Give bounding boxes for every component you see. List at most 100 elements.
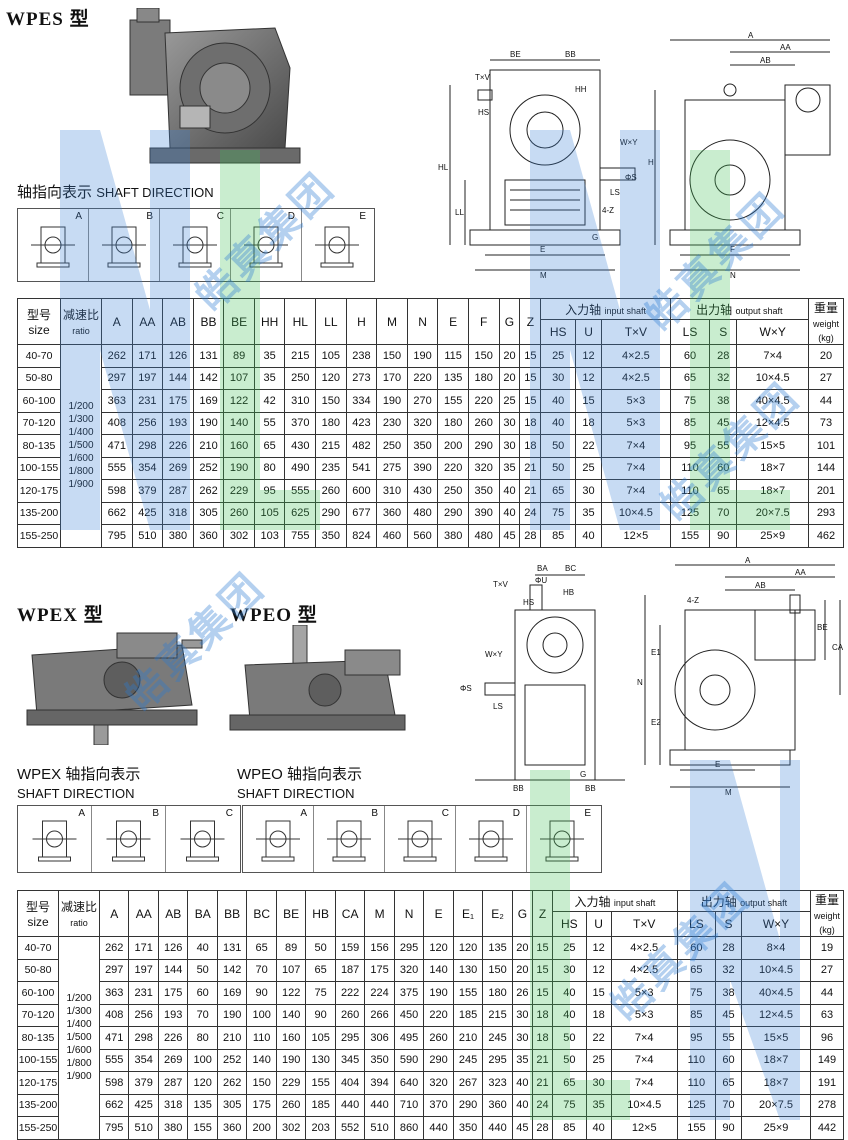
value-cell: 625 xyxy=(284,501,317,525)
input-col-header: U xyxy=(585,911,612,937)
direction-cell-d: D xyxy=(456,806,527,872)
value-cell: 795 xyxy=(98,1116,130,1140)
value-cell: 10×4.5 xyxy=(610,1093,678,1117)
value-cell: 25 xyxy=(498,389,521,413)
value-cell: 360 xyxy=(376,501,408,525)
value-cell: 35 xyxy=(498,456,521,480)
value-cell: 390 xyxy=(467,501,500,525)
value-cell: 252 xyxy=(192,456,225,480)
value-cell: 5×3 xyxy=(601,389,671,413)
dim-G: G xyxy=(592,233,598,242)
value-cell: 350 xyxy=(315,524,347,548)
value-cell: 130 xyxy=(452,958,484,982)
value-cell: 7×4 xyxy=(601,479,671,503)
value-cell: 334 xyxy=(345,389,378,413)
size-cell: 120-175 xyxy=(17,479,61,503)
value-cell: 25 xyxy=(575,456,603,480)
value-cell: 430 xyxy=(406,479,439,503)
value-cell: 65 xyxy=(305,958,336,982)
value-cell: 140 xyxy=(423,958,454,982)
value-cell: 404 xyxy=(334,1071,366,1095)
col-header: A xyxy=(101,298,133,345)
ratio-value: 1/600 xyxy=(68,453,94,465)
dim2-E: E xyxy=(715,760,720,769)
wpex-shaft-caption-cn: WPEX 轴指向表示 xyxy=(17,766,141,783)
gearbox-direction-icon xyxy=(31,226,75,268)
value-cell: 95 xyxy=(669,434,711,458)
value-cell: 90 xyxy=(305,1003,336,1027)
value-cell: 55 xyxy=(709,434,738,458)
wpex-shaft-caption-en: SHAFT DIRECTION xyxy=(17,786,135,801)
value-cell: 90 xyxy=(709,524,738,548)
value-cell: 310 xyxy=(376,479,408,503)
value-cell: 156 xyxy=(364,936,395,960)
value-cell: 63 xyxy=(810,1003,844,1027)
value-cell: 155 xyxy=(437,389,469,413)
ratio-value: 1/800 xyxy=(66,1058,92,1070)
value-cell: 100 xyxy=(246,1003,277,1027)
value-cell: 203 xyxy=(305,1116,336,1140)
value-cell: 190 xyxy=(423,981,454,1005)
direction-cell-a: A xyxy=(18,209,89,281)
value-cell: 245 xyxy=(482,1026,513,1050)
dim2-AB: AB xyxy=(755,581,766,590)
dim2-BE: BE xyxy=(817,623,828,632)
wpes-shaft-caption-en: SHAFT DIRECTION xyxy=(96,185,214,200)
value-cell: 555 xyxy=(101,456,133,480)
value-cell: 185 xyxy=(452,1003,484,1027)
direction-letter: B xyxy=(152,808,159,819)
size-cell: 155-250 xyxy=(17,1116,59,1140)
value-cell: 15 xyxy=(531,981,554,1005)
value-cell: 60 xyxy=(709,456,738,480)
value-cell: 860 xyxy=(393,1116,425,1140)
col-header: HL xyxy=(284,298,317,345)
direction-cell-b: B xyxy=(314,806,385,872)
value-cell: 298 xyxy=(131,434,164,458)
value-cell: 44 xyxy=(808,389,844,413)
col-header: LL xyxy=(315,298,347,345)
value-cell: 245 xyxy=(452,1048,484,1072)
direction-cell-c: C xyxy=(160,209,231,281)
value-cell: 89 xyxy=(223,344,255,368)
col-header: F xyxy=(467,298,500,345)
gearbox-direction-icon xyxy=(398,820,442,862)
dim2-U: ΦU xyxy=(535,576,547,585)
value-cell: 287 xyxy=(162,479,194,503)
value-cell: 90 xyxy=(246,981,277,1005)
dim-LL: LL xyxy=(455,208,464,217)
value-cell: 140 xyxy=(246,1048,277,1072)
value-cell: 210 xyxy=(216,1026,248,1050)
value-cell: 40 xyxy=(575,524,603,548)
value-cell: 22 xyxy=(575,434,603,458)
value-cell: 710 xyxy=(393,1093,425,1117)
th2-input-shaft: 入力轴 input shaft xyxy=(552,889,678,913)
value-cell: 40 xyxy=(511,1071,533,1095)
value-cell: 8×4 xyxy=(741,936,811,960)
value-cell: 354 xyxy=(128,1048,159,1072)
value-cell: 45 xyxy=(714,1003,743,1027)
gearbox-direction-icon xyxy=(102,226,146,268)
value-cell: 24 xyxy=(531,1093,554,1117)
value-cell: 50 xyxy=(552,1048,587,1072)
value-cell: 140 xyxy=(275,1003,307,1027)
value-cell: 238 xyxy=(345,344,378,368)
value-cell: 5×3 xyxy=(610,981,678,1005)
value-cell: 75 xyxy=(676,981,716,1005)
value-cell: 110 xyxy=(676,1071,716,1095)
value-cell: 18×7 xyxy=(741,1048,811,1072)
th-output-shaft: 出力轴 output shaft xyxy=(669,297,810,321)
col-header: HH xyxy=(253,298,286,345)
ratio-value: 1/500 xyxy=(68,440,94,452)
dim-HS: HS xyxy=(478,108,489,117)
col-header: E₂ xyxy=(482,890,513,937)
value-cell: 95 xyxy=(253,479,286,503)
value-cell: 38 xyxy=(709,389,738,413)
